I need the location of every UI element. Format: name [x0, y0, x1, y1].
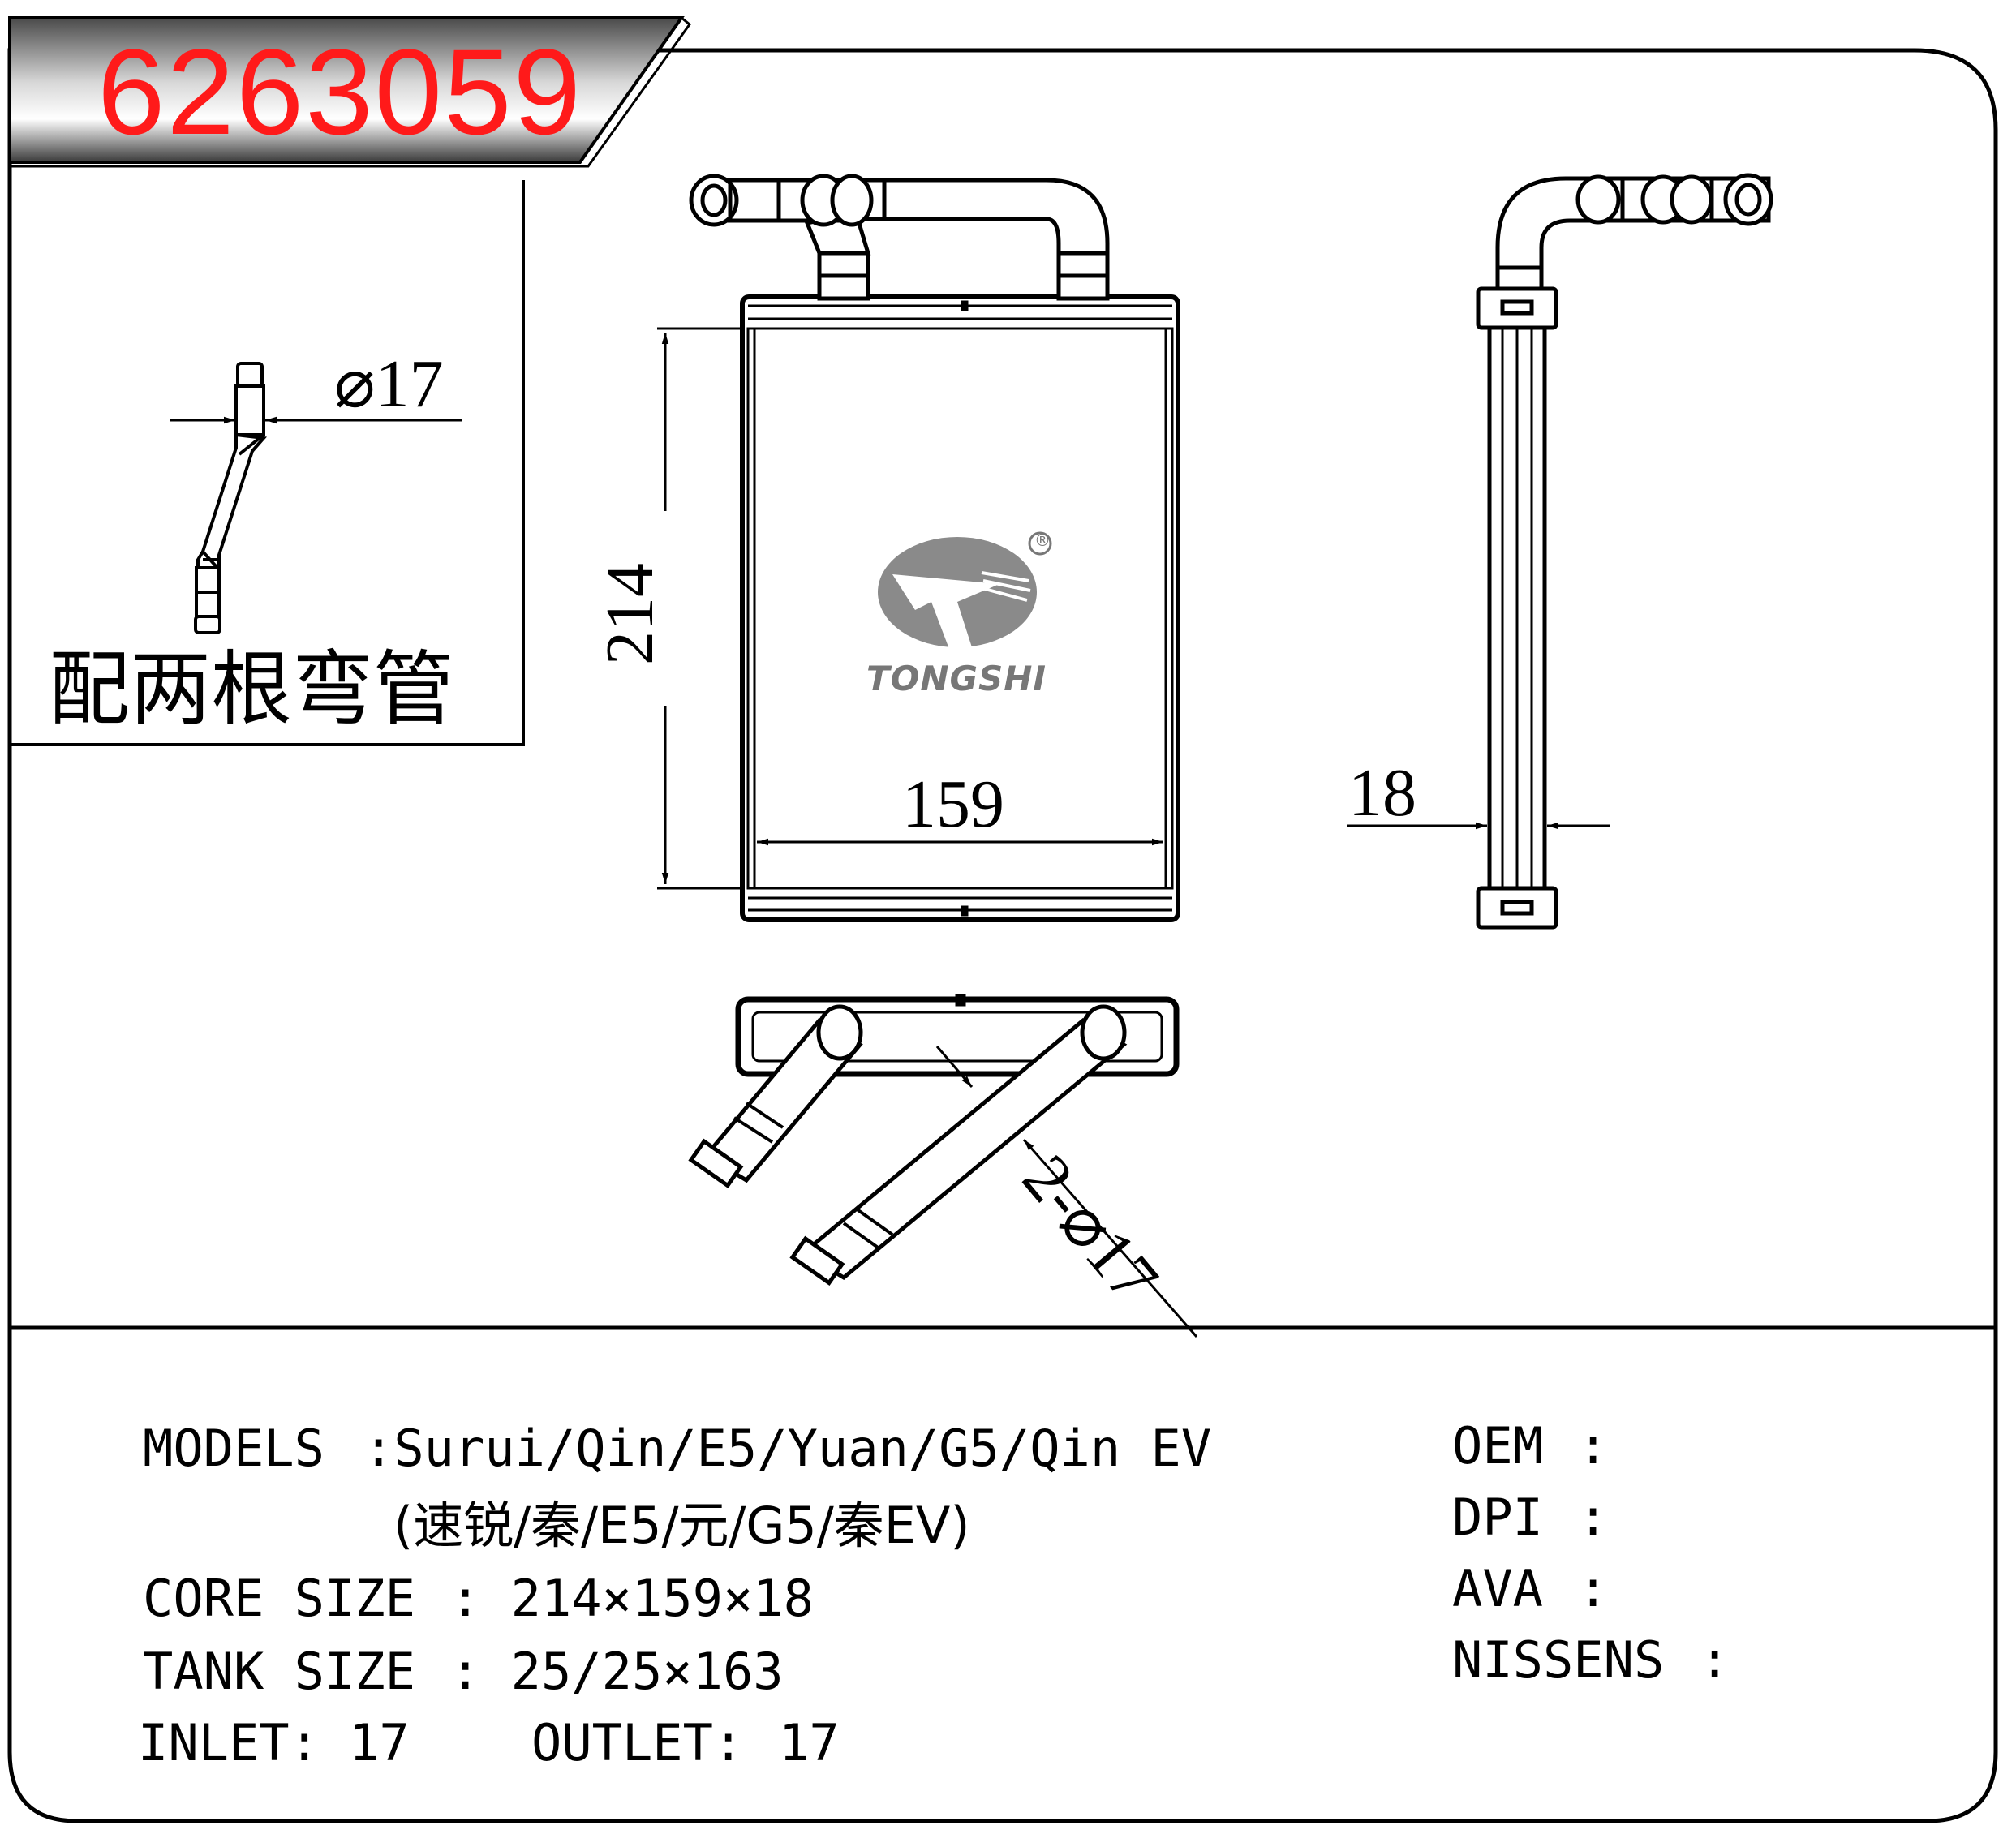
nissens-separator: :: [1700, 1630, 1730, 1690]
front-view-core: [740, 294, 1180, 922]
top-view: [688, 994, 1180, 1286]
tank-size-value: : 25/25×163: [450, 1642, 784, 1701]
oem-separator: :: [1578, 1416, 1609, 1475]
inset-box: [10, 180, 525, 746]
models-value: :Surui/Qin/E5/Yuan/G5/Qin EV: [363, 1419, 1212, 1478]
nissens-label: NISSENS: [1452, 1630, 1665, 1690]
inlet-value: 17: [349, 1713, 410, 1772]
bent-pipe-drawing: [194, 362, 268, 634]
ava-label: AVA: [1452, 1559, 1543, 1618]
dim-line-core-height: [657, 327, 745, 890]
dim-core-width: 159: [902, 767, 1004, 842]
front-view-pipes: [689, 174, 1110, 301]
models-label: MODELS: [143, 1419, 325, 1478]
dpi-separator: :: [1578, 1488, 1609, 1547]
sheet-frame: [7, 48, 1998, 1823]
dim-pipe-diameter: ⌀17: [334, 346, 444, 422]
core-size-value: : 214×159×18: [450, 1569, 814, 1628]
dpi-label: DPI: [1452, 1488, 1543, 1547]
outlet-value: 17: [779, 1713, 840, 1772]
oem-label: OEM: [1452, 1416, 1543, 1475]
brand-name: TONGSHI: [866, 659, 1047, 698]
header-tab: [8, 16, 692, 168]
dim-core-height: 214: [592, 563, 668, 665]
dim-line-pipe-callout: [935, 1046, 1198, 1338]
registered-mark: ®: [1034, 530, 1051, 550]
tongshi-logo: [878, 531, 1052, 649]
tank-size-label: TANK SIZE: [143, 1642, 415, 1701]
models-cn: (速锐/秦/E5/元/G5/秦EV): [393, 1496, 970, 1555]
part-number: 6263059: [97, 24, 582, 160]
side-view: [1476, 173, 1773, 930]
core-size-label: CORE SIZE: [143, 1569, 415, 1628]
kit-note: 配两根弯管: [49, 642, 454, 737]
ava-separator: :: [1578, 1559, 1609, 1618]
outlet-label: OUTLET:: [531, 1713, 744, 1772]
inlet-label: INLET:: [138, 1713, 320, 1772]
dim-core-thickness: 18: [1348, 755, 1416, 831]
